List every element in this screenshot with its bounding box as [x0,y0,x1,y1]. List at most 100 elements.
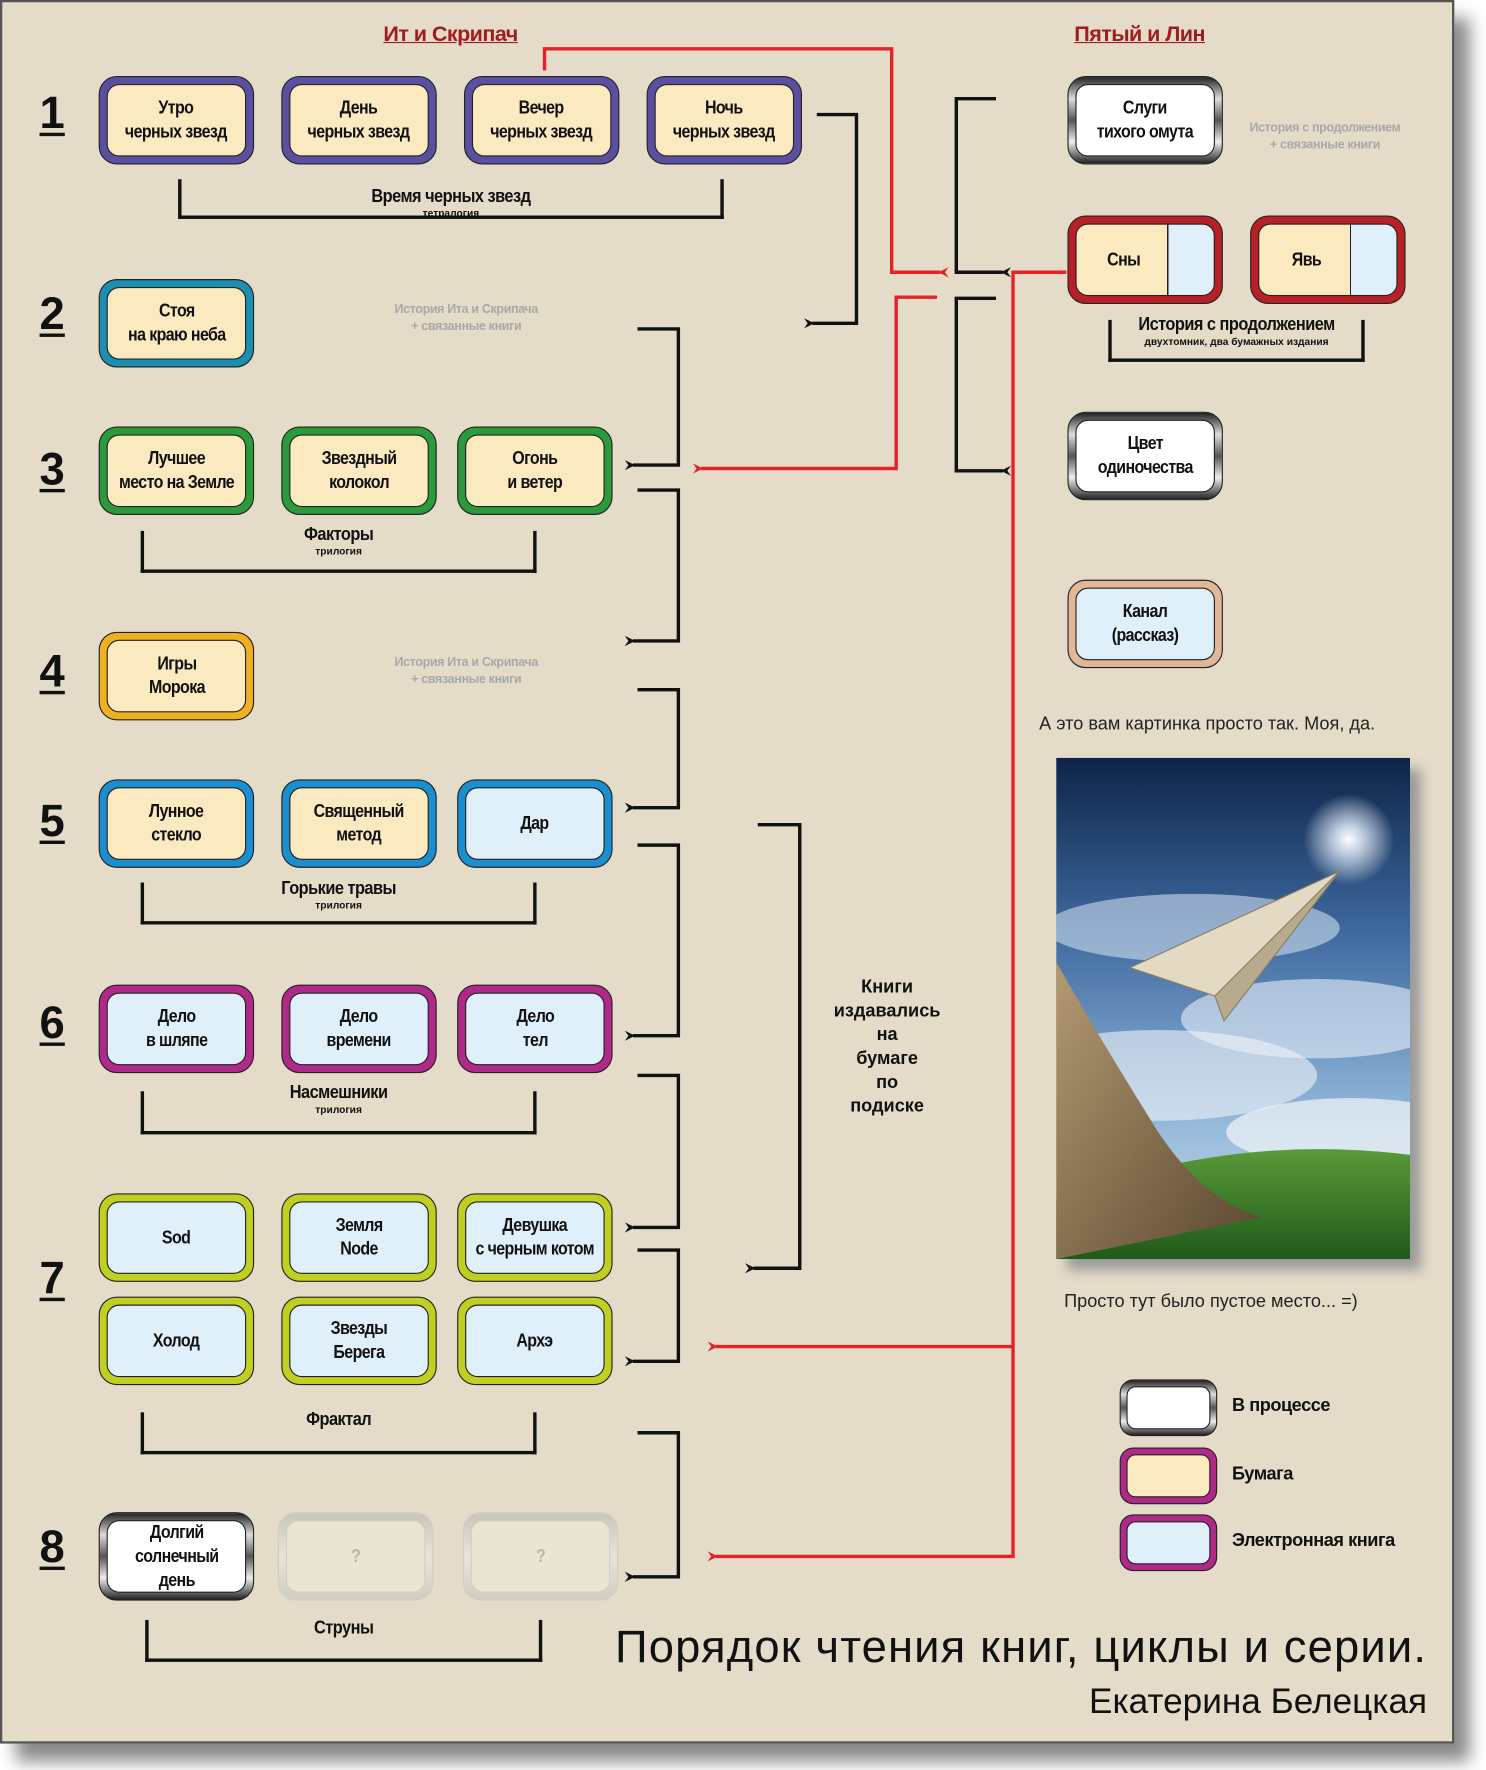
book-card[interactable]: Слуги тихого омута [1067,76,1223,165]
book-title: Сны [1107,250,1141,270]
crossover-arrow [707,270,1067,1562]
book-card[interactable]: Стоя на краю неба [98,279,255,368]
book-card[interactable]: Священный метод [281,779,437,868]
book-title: День черных звезд [308,98,410,142]
book-title: Ночь черных звезд [673,98,776,142]
poster-title: Порядок чтения книг, циклы и серии. [615,1622,1428,1673]
reading-order-arrow [954,296,1011,476]
book-card[interactable]: Лунное стекло [98,779,255,868]
series-bracket [145,1619,543,1662]
book-card[interactable]: Утро черных звезд [98,76,255,165]
reading-order-arrow [624,1073,681,1233]
book-cover: Земля Node [289,1201,429,1274]
reading-order-arrow [624,1431,681,1582]
row-number: 1 [39,88,65,139]
book-card[interactable]: ? [277,1512,434,1601]
paper-plane-painting [1056,757,1411,1260]
book-title: Огонь и ветер [507,449,563,493]
book-cover: Огонь и ветер [465,434,605,508]
book-card[interactable]: Игры Морока [98,631,255,721]
book-cover: Дело тел [465,992,605,1066]
row-number: 3 [39,444,65,495]
row-number: 2 [39,289,65,340]
book-card[interactable]: Холод [98,1296,255,1386]
series-bracket [140,1091,537,1135]
legend-swatch-ebook [1119,1514,1218,1572]
book-card[interactable]: Явь [1250,215,1406,305]
book-title: Долгий солнечный день [134,1522,219,1590]
series-label: Струны [145,1619,542,1639]
book-card[interactable]: ? [462,1512,619,1601]
row-number: 4 [39,646,65,697]
book-title: Лучшее место на Земле [118,449,235,493]
series-name: Горькие травы [281,879,396,899]
book-cover: Вечер черных звезд [471,83,612,157]
book-cover: Дело в шляпе [106,992,247,1066]
book-title: Sod [162,1227,191,1248]
row-number: 6 [39,998,65,1049]
book-cover: ? [470,1520,611,1593]
book-card[interactable]: День черных звезд [281,76,437,165]
series-label: Фрактал [141,1410,537,1430]
book-card[interactable]: Цвет одиночества [1067,411,1223,501]
book-cover: Стоя на краю неба [106,287,247,360]
legend-label: Электронная книга [1231,1531,1395,1551]
series-name: Время черных звезд [371,187,531,207]
book-card[interactable]: Канал (рассказ) [1067,579,1223,669]
book-card[interactable]: Ночь черных звезд [646,76,803,165]
picture-caption: А это вам картинка просто так. Моя, да. [1039,714,1376,734]
series-type: тетралогия [422,207,480,219]
book-card[interactable]: Девушка с черным котом [457,1193,613,1282]
book-card[interactable]: Sod [98,1193,255,1282]
row-number: 8 [39,1522,65,1573]
book-cover: Лучшее место на Земле [106,434,247,508]
book-title: Дело времени [326,1007,392,1051]
book-cover: Явь [1258,223,1398,297]
reading-order-arrow [954,96,1011,278]
book-card[interactable]: Дело времени [281,984,437,1074]
reading-order-arrow [624,488,681,647]
book-card[interactable]: Долгий солнечный день [98,1512,255,1601]
book-card[interactable]: Звезды Берега [281,1296,437,1386]
related-books-note: История с продолжением + связанные книги [1249,121,1401,153]
reading-order-arrow [624,327,681,471]
book-title: Явь [1291,250,1322,270]
legend-swatch-in_progress [1119,1379,1218,1437]
book-cover: Холод [106,1304,247,1378]
book-card[interactable]: Земля Node [281,1193,437,1282]
book-cover: Звездный колокол [289,434,429,508]
book-cover: Дело времени [289,992,429,1066]
legend-label: В процессе [1231,1396,1331,1416]
book-card[interactable]: Лучшее место на Земле [98,426,255,516]
book-title: Цвет одиночества [1097,434,1194,478]
book-cover: Слуги тихого омута [1075,83,1215,157]
book-card[interactable]: Дело в шляпе [98,984,255,1074]
book-card[interactable]: Дар [457,779,613,868]
book-card[interactable]: Архэ [457,1296,613,1386]
reading-order-arrow [745,823,802,1274]
swatch-fill [1126,1521,1211,1565]
book-title: Слуги тихого омута [1097,98,1194,142]
book-cover: Лунное стекло [106,787,247,860]
book-title: Игры Морока [148,654,205,698]
book-cover: Архэ [465,1304,605,1378]
book-card[interactable]: Звездный колокол [281,426,437,516]
book-title: Холод [153,1331,200,1351]
book-card[interactable]: Огонь и ветер [457,426,613,516]
picture-subcaption: Просто тут было пустое место... =) [1064,1292,1358,1312]
book-title: ? [351,1546,361,1567]
book-card[interactable]: Дело тел [457,984,613,1074]
book-cover: Утро черных звезд [106,83,247,157]
book-card[interactable]: Сны [1067,215,1223,305]
book-cover: Долгий солнечный день [106,1520,247,1593]
book-title: Утро черных звезд [125,98,228,142]
book-cover: Сны [1075,223,1215,297]
related-books-note: История Ита и Скрипача + связанные книги [394,302,539,334]
poster-author: Екатерина Белецкая [1089,1681,1428,1721]
legend-label: Бумага [1231,1464,1293,1484]
book-card[interactable]: Вечер черных звезд [463,76,620,165]
